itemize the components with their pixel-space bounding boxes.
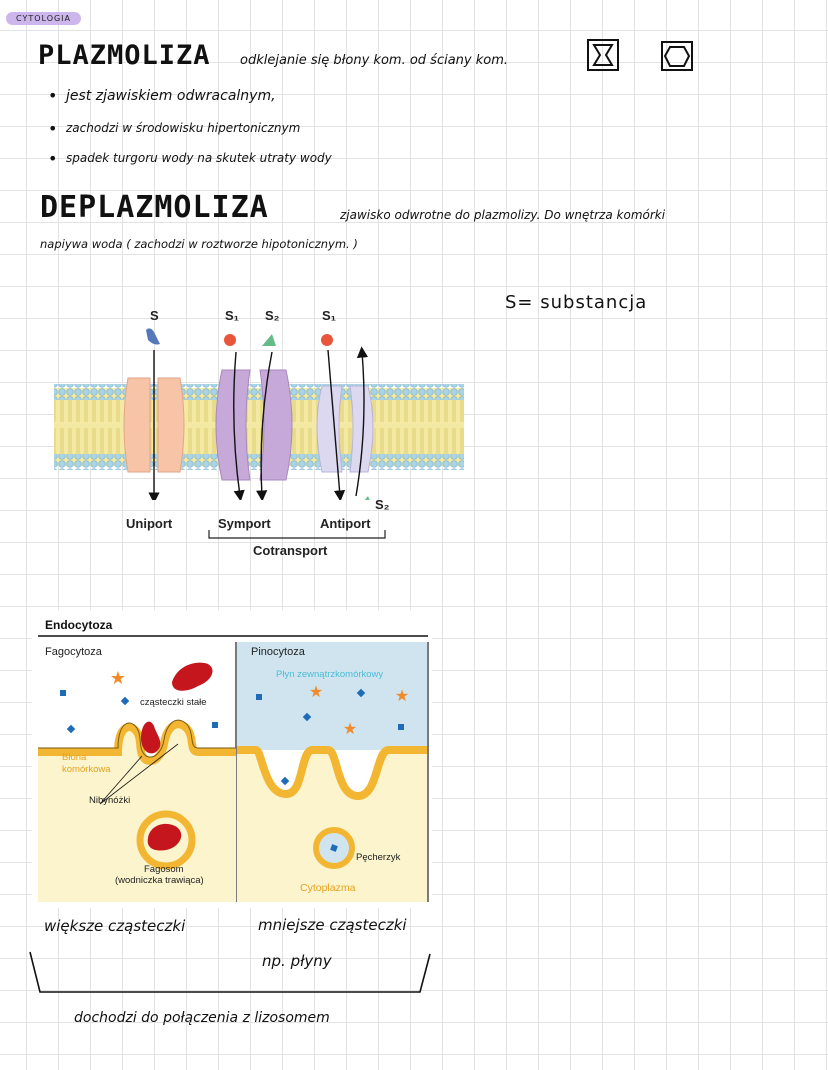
cell-sketches bbox=[586, 38, 700, 74]
substance-s1-symport bbox=[224, 334, 236, 346]
endocytosis-title: Endocytoza bbox=[45, 618, 112, 632]
cotransport-bracket bbox=[208, 530, 386, 544]
substance-s1-antiport bbox=[321, 334, 333, 346]
deplazmoliza-title: DEPLAZMOLIZA bbox=[40, 190, 269, 225]
svg-text:★: ★ bbox=[343, 719, 357, 738]
substance-note: S= substancja bbox=[505, 292, 647, 313]
plazmoliza-bullet-1: jest zjawiskiem odwracalnym, bbox=[66, 88, 276, 104]
membrane-transport-diagram bbox=[50, 300, 470, 500]
svg-text:★: ★ bbox=[395, 686, 409, 705]
substance-s2-antiport bbox=[360, 496, 372, 500]
membrane-label-2: komórkowa bbox=[62, 764, 111, 775]
vesicle-label: Pęcherzyk bbox=[356, 852, 400, 863]
phagosome-label-2: (wodniczka trawiąca) bbox=[115, 875, 204, 886]
substance-s2-symport bbox=[262, 334, 276, 346]
label-antiport: Antiport bbox=[320, 516, 371, 531]
fagocytoza-label: Fagocytoza bbox=[45, 646, 102, 658]
extracellular-fluid-label: Płyn zewnątrzkomórkowy bbox=[276, 669, 383, 680]
lysosome-note: dochodzi do połączenia z lizosomem bbox=[74, 1010, 330, 1026]
smaller-particles-note-1: mniejsze cząsteczki bbox=[258, 916, 407, 934]
hand-bracket bbox=[28, 950, 432, 996]
lipid-bilayer bbox=[54, 384, 464, 470]
turgid-cell-sketch bbox=[662, 42, 692, 70]
bigger-particles-note: większe cząsteczki bbox=[44, 917, 185, 935]
pinocytoza-label: Pinocytoza bbox=[251, 646, 305, 658]
phagosome-label-1: Fagosom bbox=[144, 864, 184, 875]
bacterium-outside bbox=[172, 663, 213, 691]
plazmoliza-title: PLAZMOLIZA bbox=[38, 40, 211, 71]
label-s1-antiport: S₁ bbox=[322, 308, 336, 323]
pseudopods-label: Nibynóżki bbox=[89, 795, 130, 806]
label-s2-symport: S₂ bbox=[265, 308, 279, 323]
plazmoliza-definition: odklejanie się błony kom. od ściany kom. bbox=[240, 53, 508, 68]
category-tag: CYTOLOGIA bbox=[6, 12, 81, 25]
label-cotransport: Cotransport bbox=[253, 543, 327, 558]
plazmoliza-bullet-3: spadek turgoru wody na skutek utraty wod… bbox=[66, 151, 332, 165]
label-uniport: Uniport bbox=[126, 516, 172, 531]
label-symport: Symport bbox=[218, 516, 271, 531]
deplazmoliza-definition-1: zjawisko odwrotne do plazmolizy. Do wnęt… bbox=[340, 208, 665, 222]
plasmolysed-cell-sketch bbox=[588, 40, 618, 70]
bacterium-engulfed bbox=[141, 722, 160, 754]
label-s1-symport: S₁ bbox=[225, 308, 239, 323]
membrane-label-1: Błona bbox=[62, 752, 86, 763]
deplazmoliza-definition-2: napiywa woda ( zachodzi w roztworze hipo… bbox=[40, 237, 358, 251]
label-s: S bbox=[150, 308, 159, 323]
substance-s-uniport bbox=[146, 328, 160, 344]
plazmoliza-bullet-2: zachodzi w środowisku hipertonicznym bbox=[66, 121, 300, 135]
cytoplasm-label: Cytoplazma bbox=[300, 882, 355, 894]
label-s2-antiport: S₂ bbox=[375, 497, 389, 512]
solid-particles-label: cząsteczki stałe bbox=[140, 697, 207, 708]
svg-text:★: ★ bbox=[309, 682, 323, 701]
svg-text:★: ★ bbox=[110, 668, 126, 689]
